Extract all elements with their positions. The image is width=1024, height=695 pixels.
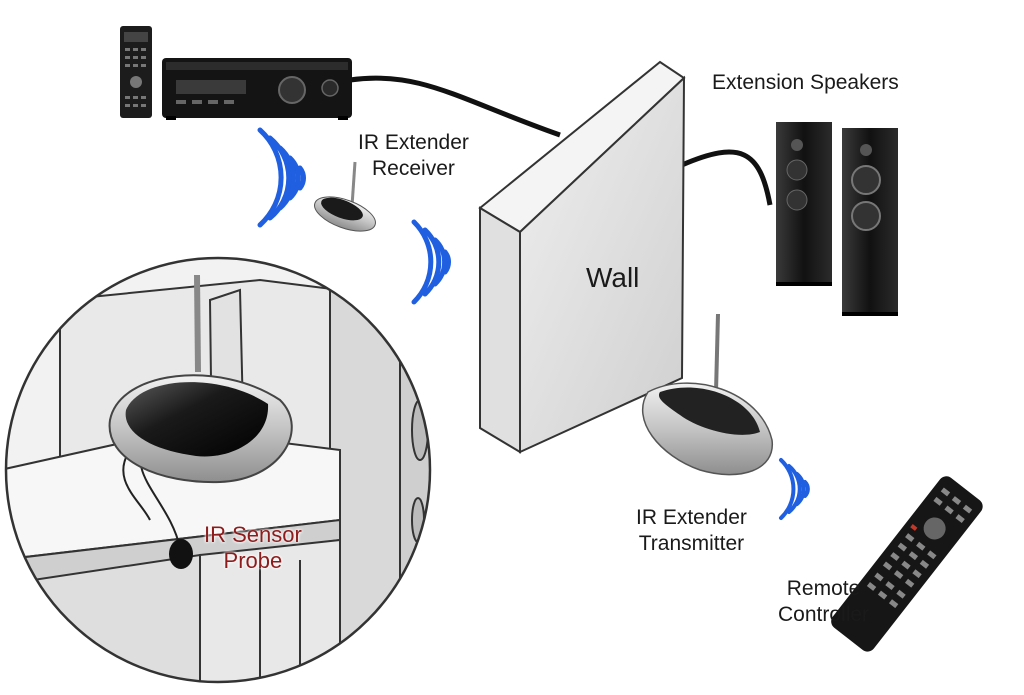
transmitter-label-line-2: Transmitter	[638, 532, 745, 555]
av-receiver-icon	[162, 58, 352, 120]
speaker-icon	[776, 122, 832, 286]
ir-signal-icon	[257, 127, 306, 228]
ir-sensor-probe-label: IR Sensor Probe	[204, 522, 302, 574]
receiver-cable	[349, 75, 561, 138]
wall-text: Wall	[586, 262, 640, 293]
ir-signal-icon	[779, 458, 810, 520]
wall-label: Wall	[586, 262, 639, 294]
speaker-icon	[842, 128, 898, 316]
probe-label-line-2: Probe	[223, 548, 283, 573]
probe-label-line-1: IR Sensor	[204, 522, 302, 547]
ir-signal-icon	[411, 219, 451, 305]
extension-speakers-text: Extension Speakers	[712, 71, 899, 94]
inset-cabinet-closeup	[4, 256, 432, 684]
remote-controller-label: Remote Controller	[778, 576, 869, 628]
receiver-label-line-1: IR Extender	[358, 131, 469, 154]
remote-label-line-2: Controller	[778, 603, 870, 626]
remote-controller-icon	[831, 476, 983, 652]
receiver-label-line-2: Receiver	[372, 157, 455, 180]
ir-extender-transmitter-label: IR Extender Transmitter	[636, 505, 747, 557]
ir-extender-transmitter-icon	[642, 313, 773, 476]
wall-icon	[478, 60, 686, 454]
ir-extender-receiver-icon	[314, 161, 376, 232]
remote-label-line-1: Remote	[786, 577, 861, 600]
speaker-cable	[681, 149, 773, 206]
transmitter-label-line-1: IR Extender	[636, 506, 747, 529]
remote-control-icon	[120, 26, 152, 118]
ir-extender-receiver-label: IR Extender Receiver	[358, 130, 469, 182]
extension-speakers-label: Extension Speakers	[712, 70, 899, 96]
